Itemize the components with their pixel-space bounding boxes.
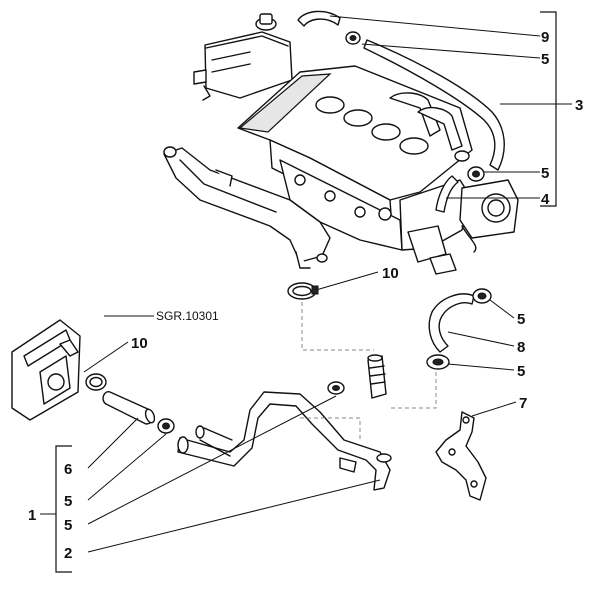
callout-7: 7 <box>519 395 527 412</box>
bracket-7 <box>435 411 487 501</box>
callout-9: 9 <box>541 29 549 46</box>
callout-1: 1 <box>28 507 36 524</box>
hose-clamp-mid <box>467 166 485 182</box>
callout-5-top: 5 <box>541 51 549 68</box>
callout-labels: 9 5 3 5 4 10 5 8 5 7 SGR.10301 10 6 5 1 … <box>28 29 583 562</box>
callout-10-upper: 10 <box>382 265 399 282</box>
hose-clamp-10-lower <box>85 373 107 391</box>
hose-4 <box>435 175 459 213</box>
callout-4: 4 <box>541 191 550 208</box>
hose-clamp-l2 <box>327 381 345 395</box>
callout-5-mid: 5 <box>541 165 549 182</box>
hose-9 <box>297 10 341 27</box>
hose-3 <box>363 39 505 171</box>
expansion-tank <box>193 13 293 101</box>
callout-5-r1: 5 <box>517 311 525 328</box>
engine-block <box>279 159 471 275</box>
callout-10-lower: 10 <box>131 335 148 352</box>
hose-clamp-r2 <box>426 354 450 370</box>
hose-clamp-r1 <box>472 288 492 304</box>
callout-5-l1: 5 <box>64 493 72 510</box>
assembly-guides <box>300 302 437 440</box>
hose-clamp-top <box>345 31 361 45</box>
leader-lines <box>40 11 572 573</box>
callout-6: 6 <box>64 461 72 478</box>
callout-2: 2 <box>64 545 72 562</box>
coolant-pipe-2 <box>177 391 392 491</box>
coolant-rail <box>163 146 331 269</box>
throttle-body <box>459 179 519 253</box>
hose-clamp-l1 <box>157 418 175 434</box>
reference-code: SGR.10301 <box>156 309 219 323</box>
callout-8: 8 <box>517 339 525 356</box>
callout-5-l2: 5 <box>64 517 72 534</box>
hose-8 <box>428 293 475 353</box>
hose-clamp-10-upper <box>287 282 319 300</box>
corrugated-hose <box>367 354 387 399</box>
callout-3: 3 <box>575 97 583 114</box>
callout-5-r2: 5 <box>517 363 525 380</box>
oil-cooler <box>11 319 81 421</box>
hose-6 <box>102 391 156 425</box>
